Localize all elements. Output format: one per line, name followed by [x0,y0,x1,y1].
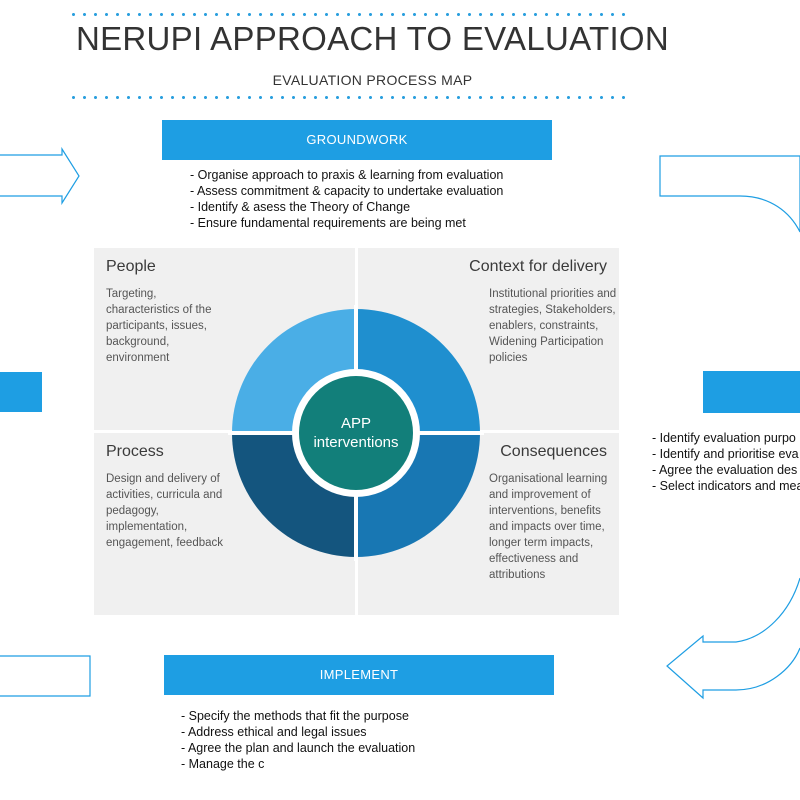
page-subtitle: EVALUATION PROCESS MAP [272,72,473,88]
quadrant-text: Targeting, characteristics of the partic… [106,288,212,364]
quadrant-title: People [106,258,156,275]
plan-bullets: - Identify evaluation purpo - Identify a… [652,430,800,494]
implement-bullet: - Agree the plan and launch the evaluati… [181,741,416,755]
quadrant-text: Design and delivery of activities, curri… [106,473,224,549]
groundwork-bullets: - Organise approach to praxis & learning… [190,167,503,231]
plan-bullet: - Select indicators and mea [652,479,800,493]
left-stage-tab [0,372,42,412]
plan-stage-tab [703,371,800,413]
quadrant-text: Institutional priorities and strategies,… [489,288,617,364]
page-title: NERUPI APPROACH TO EVALUATION [75,20,670,57]
plan-bullet: - Agree the evaluation des [652,463,798,477]
implement-bullets: - Specify the methods that fit the purpo… [181,708,415,772]
quadrant-title: Consequences [500,443,607,460]
groundwork-bullet: - Assess commitment & capacity to undert… [190,184,504,198]
top-dotted-rule [68,13,628,16]
groundwork-bullet: - Ensure fundamental requirements are be… [190,216,466,230]
arrow-left-top-icon [0,146,80,206]
center-disc [299,376,413,490]
quadrant-title: Context for delivery [469,258,607,275]
groundwork-banner: GROUNDWORK [162,120,552,160]
implement-banner: IMPLEMENT [164,655,554,695]
implement-bullet: - Manage the c [181,757,265,771]
center-label-line2: interventions [313,434,398,451]
bottom-dotted-rule [68,96,628,99]
plan-bullet: - Identify and prioritise eva [652,447,799,461]
groundwork-bullet: - Identify & asess the Theory of Change [190,200,411,214]
center-label-line1: APP [341,415,371,432]
quadrant-title: Process [106,443,164,460]
groundwork-bullet: - Organise approach to praxis & learning… [190,168,504,182]
arrow-bottom-right-icon [666,577,800,700]
arrow-bottom-left-icon [0,655,91,697]
implement-bullet: - Address ethical and legal issues [181,725,367,739]
plan-bullet: - Identify evaluation purpo [652,431,796,445]
quadrant-text: Organisational learning and improvement … [489,473,608,581]
implement-bullet: - Specify the methods that fit the purpo… [181,709,409,723]
